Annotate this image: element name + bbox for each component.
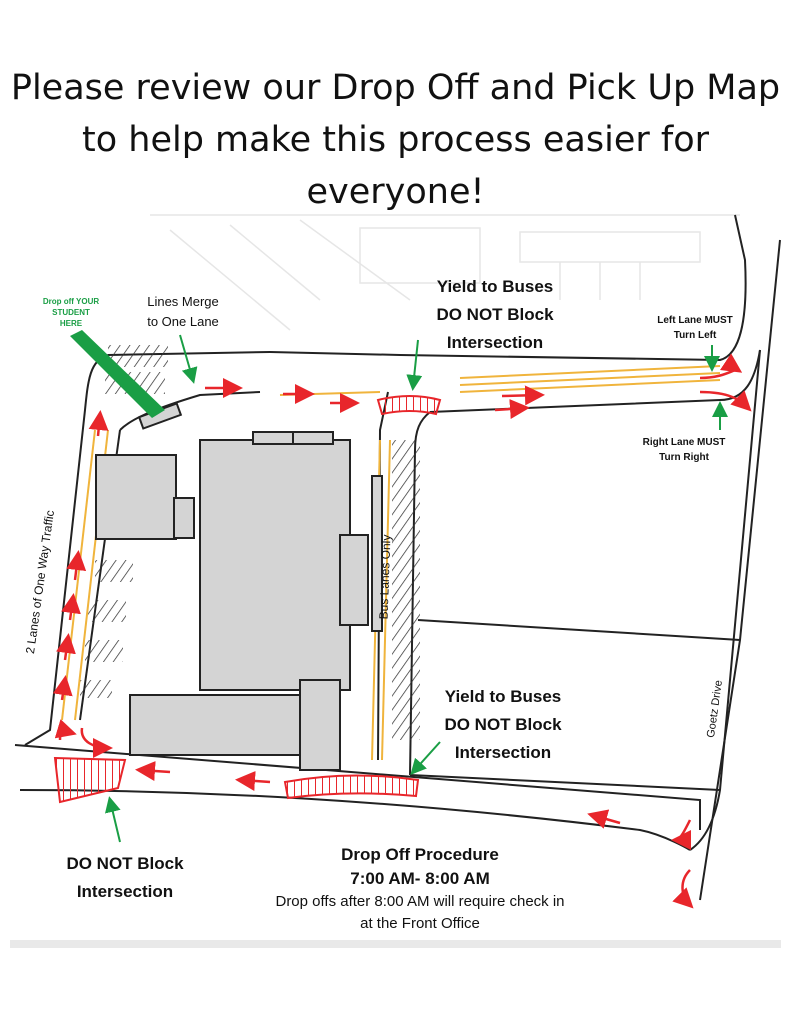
procedure-time: 7:00 AM- 8:00 AM	[350, 869, 490, 888]
headline-line-1: Please review our Drop Off and Pick Up M…	[10, 68, 781, 108]
lines-merge-line-2: to One Lane	[147, 314, 219, 329]
drop-off-procedure: Drop Off Procedure 7:00 AM- 8:00 AM Drop…	[205, 843, 635, 935]
do-not-block-line-1: DO NOT Block	[66, 854, 184, 873]
lines-merge-label: Lines Merge to One Lane	[128, 292, 238, 332]
school-building	[95, 402, 383, 771]
drop-off-student-label: Drop off YOUR STUDENT HERE	[30, 296, 112, 329]
headline-line-2: to help make this process easier for	[82, 120, 709, 160]
faded-background-lot	[150, 214, 740, 331]
right-lane-label: Right Lane MUST Turn Right	[628, 435, 740, 465]
left-lane-line-1: Left Lane MUST	[657, 315, 733, 326]
drop-off-pointer	[70, 330, 165, 418]
yield-top-line-3: Intersection	[446, 333, 544, 352]
yield-bottom-line-3: Intersection	[454, 743, 552, 762]
yield-top-line-1: Yield to Buses	[436, 277, 554, 296]
yield-bottom-line-1: Yield to Buses	[444, 687, 562, 706]
traffic-arrows	[52, 353, 752, 909]
procedure-note-line-1: Drop offs after 8:00 AM will require che…	[275, 893, 565, 910]
yield-top-label: Yield to Buses DO NOT Block Intersection	[405, 273, 585, 357]
left-lane-label: Left Lane MUST Turn Left	[640, 313, 750, 343]
right-lane-line-1: Right Lane MUST	[642, 437, 726, 448]
yield-bottom-label: Yield to Buses DO NOT Block Intersection	[413, 683, 593, 767]
do-not-block-line-2: Intersection	[76, 882, 174, 901]
yield-top-line-2: DO NOT Block	[436, 305, 554, 324]
headline-line-3: everyone!	[306, 172, 485, 212]
do-not-block-label: DO NOT Block Intersection	[45, 850, 205, 906]
procedure-title: Drop Off Procedure	[341, 845, 499, 864]
no-block-zones	[53, 395, 442, 804]
lines-merge-line-1: Lines Merge	[147, 294, 219, 309]
drop-off-map	[10, 214, 781, 948]
procedure-note-line-2: at the Front Office	[360, 915, 480, 932]
right-lane-line-2: Turn Right	[659, 452, 709, 463]
drop-off-student-line-2: STUDENT	[52, 308, 90, 317]
drop-off-student-line-3: HERE	[59, 319, 83, 328]
yield-bottom-line-2: DO NOT Block	[444, 715, 562, 734]
page-headline: Please review our Drop Off and Pick Up M…	[0, 62, 791, 218]
left-lane-line-2: Turn Left	[673, 330, 717, 341]
drop-off-student-line-1: Drop off YOUR	[42, 297, 100, 306]
pointer-arrows	[104, 334, 728, 843]
